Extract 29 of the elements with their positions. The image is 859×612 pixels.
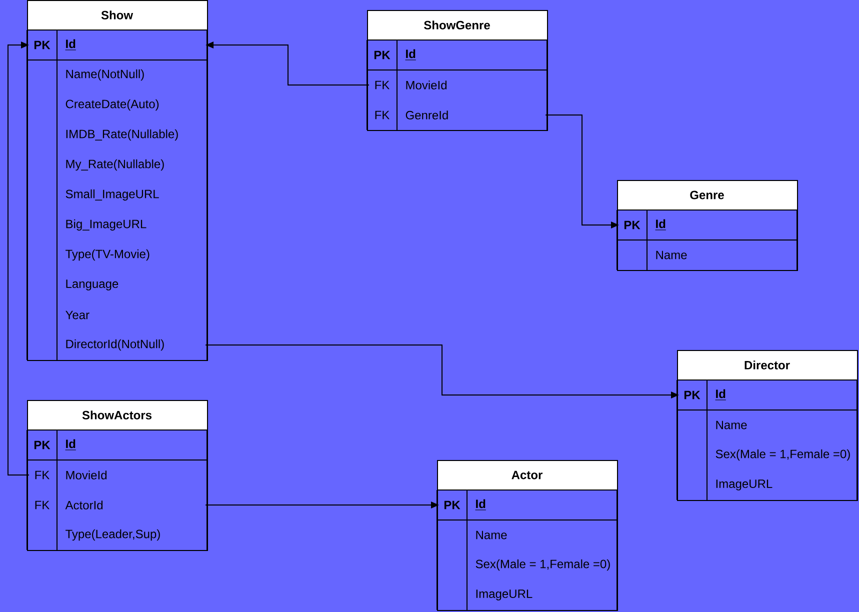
table-row: Name(NotNull) [26, 60, 208, 90]
table-row: IMDB_Rate(Nullable) [26, 120, 208, 150]
table-row: FK MovieId [26, 460, 208, 490]
table-row: FK GenreId [366, 100, 548, 130]
arrow [8, 42, 30, 476]
table-row: FK ActorId [26, 490, 208, 520]
table-row: Name [436, 520, 618, 550]
table-row: Language [26, 270, 208, 300]
table-row: ImageURL [436, 580, 618, 610]
table-row: Sex(Male = 1,Female =0) [676, 440, 858, 470]
table-row: Big_ImageURL [26, 210, 208, 240]
table-row: DirectorId(NotNull) [26, 330, 208, 360]
table-row: PK Id [26, 430, 208, 460]
table-row: Sex(Male = 1,Female =0) [436, 550, 618, 580]
table-row: PK Id [436, 490, 618, 520]
table-row: Year [26, 300, 208, 330]
table-row: CreateDate(Auto) [26, 90, 208, 120]
table-row: PK Id [676, 380, 858, 410]
table-row: My_Rate(Nullable) [26, 150, 208, 180]
table-row: PK Id [26, 30, 208, 60]
table-row: Name [676, 410, 858, 440]
table-row: FK MovieId [366, 70, 548, 100]
table-row: ImageURL [676, 470, 858, 500]
table-row: Name [616, 240, 798, 270]
table-row: PK Id [616, 210, 798, 240]
table-row: Type(Leader,Sup) [26, 520, 208, 550]
table-row: PK Id [366, 40, 548, 70]
table-row: Type(TV-Movie) [26, 240, 208, 270]
table-row: Small_ImageURL [26, 180, 208, 210]
